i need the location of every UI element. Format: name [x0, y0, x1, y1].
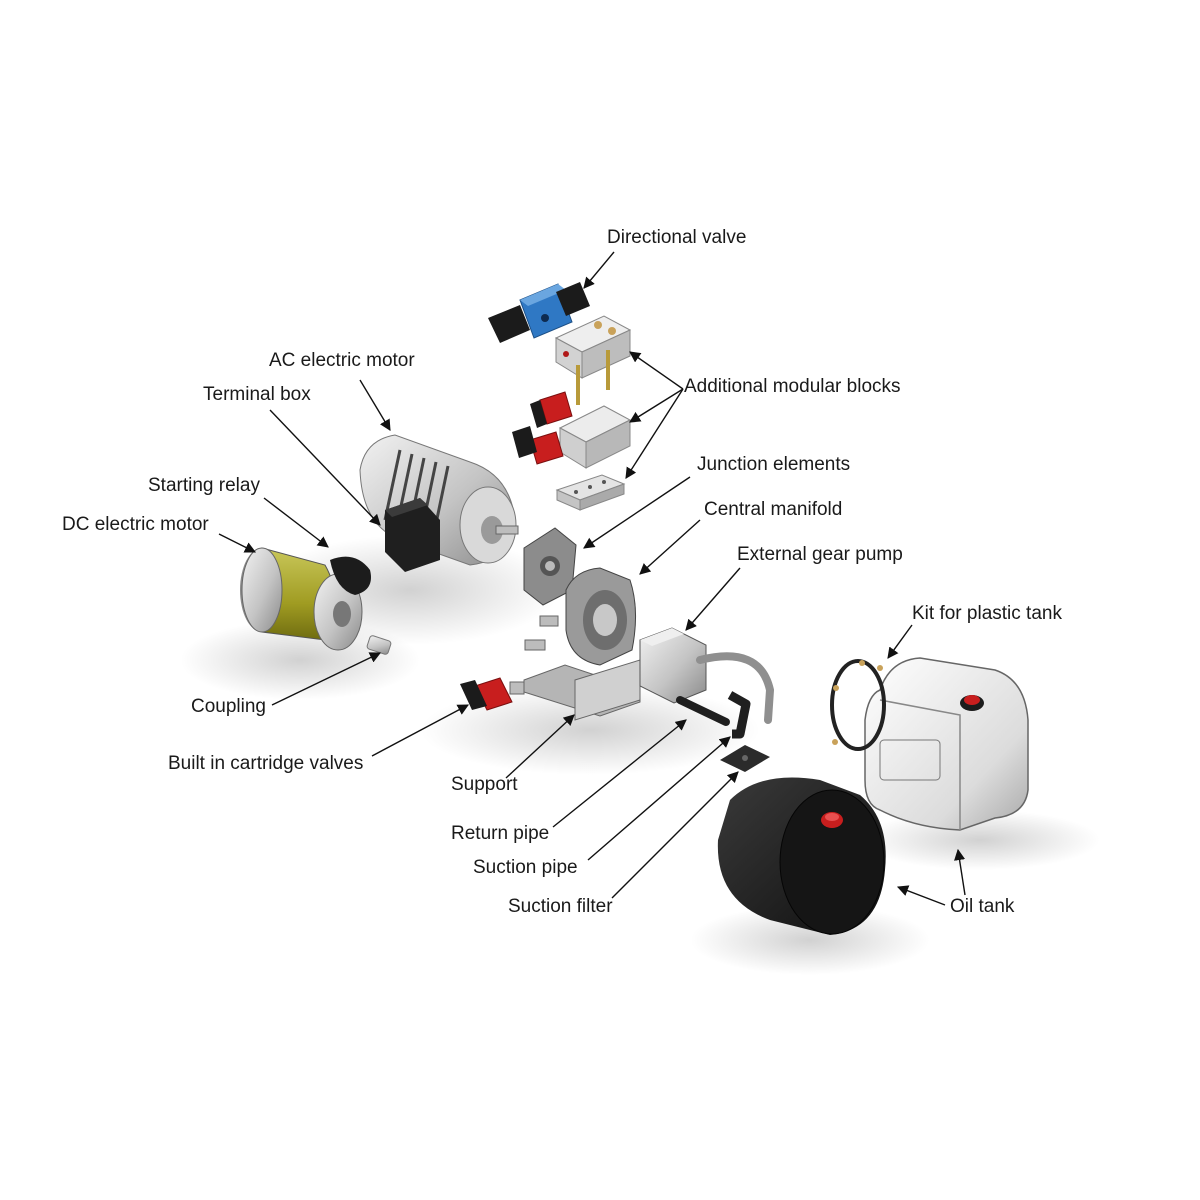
central-manifold-part — [524, 567, 637, 666]
label-built-in-cartridge-valves: Built in cartridge valves — [168, 753, 364, 774]
label-junction-elements: Junction elements — [697, 454, 851, 475]
label-kit-for-plastic-tank: Kit for plastic tank — [912, 603, 1062, 624]
leader-central-manifold — [639, 519, 701, 575]
leader-coupling — [271, 652, 382, 706]
leader-oil-tank-1 — [896, 885, 946, 906]
suction-filter-part — [720, 745, 770, 772]
leader-terminal-box — [269, 409, 381, 526]
label-suction-pipe: Suction pipe — [473, 857, 578, 878]
leader-return-pipe — [552, 719, 687, 828]
shadow — [420, 685, 760, 775]
dc-electric-motor-part — [240, 547, 371, 651]
leader-additional-blocks-1 — [629, 351, 684, 390]
label-ac-electric-motor: AC electric motor — [269, 350, 415, 371]
label-coupling: Coupling — [191, 696, 266, 717]
ac-electric-motor-part — [359, 434, 519, 572]
leader-directional-valve — [583, 251, 615, 289]
leader-built-in-cartridge-valves — [371, 704, 469, 757]
external-gear-pump-part — [639, 627, 775, 724]
modular-block-middle-part — [512, 391, 632, 469]
label-suction-filter: Suction filter — [508, 896, 613, 917]
label-terminal-box: Terminal box — [203, 384, 311, 405]
leader-dc-electric-motor — [218, 533, 257, 553]
leader-kit-for-plastic-tank — [887, 624, 913, 659]
label-starting-relay: Starting relay — [148, 475, 260, 496]
label-support: Support — [451, 774, 518, 795]
label-return-pipe: Return pipe — [451, 823, 550, 844]
support-part — [523, 659, 641, 721]
leader-lines — [218, 251, 966, 906]
shadow — [690, 905, 930, 975]
oil-tank-part — [717, 777, 886, 935]
leader-ac-electric-motor — [359, 379, 391, 431]
kit-for-plastic-tank-part — [830, 659, 886, 751]
modular-block-top-part — [554, 315, 632, 405]
shadow — [180, 620, 420, 700]
leader-starting-relay — [263, 497, 329, 548]
modular-plate-part — [555, 474, 626, 511]
leader-suction-filter — [611, 771, 739, 899]
leader-additional-blocks-3 — [625, 388, 684, 479]
return-pipe-part — [676, 696, 730, 726]
directional-valve-part — [488, 282, 590, 343]
leader-additional-blocks-2 — [629, 388, 684, 423]
built-in-cartridge-valves-part — [460, 677, 525, 711]
leader-suction-pipe — [587, 736, 731, 861]
label-dc-electric-motor: DC electric motor — [62, 514, 209, 535]
junction-elements-part — [523, 527, 577, 606]
leader-external-gear-pump — [685, 567, 741, 631]
suction-pipe-part — [727, 691, 751, 739]
label-central-manifold: Central manifold — [704, 499, 843, 520]
leader-support — [505, 714, 575, 779]
plastic-tank-part — [864, 657, 1029, 831]
label-additional-modular-blocks: Additional modular blocks — [684, 376, 901, 397]
label-directional-valve: Directional valve — [607, 227, 747, 248]
coupling-part — [366, 635, 392, 655]
leader-junction-elements — [583, 476, 691, 549]
leader-oil-tank-2 — [954, 848, 966, 896]
label-oil-tank: Oil tank — [950, 896, 1015, 917]
label-external-gear-pump: External gear pump — [737, 544, 903, 565]
